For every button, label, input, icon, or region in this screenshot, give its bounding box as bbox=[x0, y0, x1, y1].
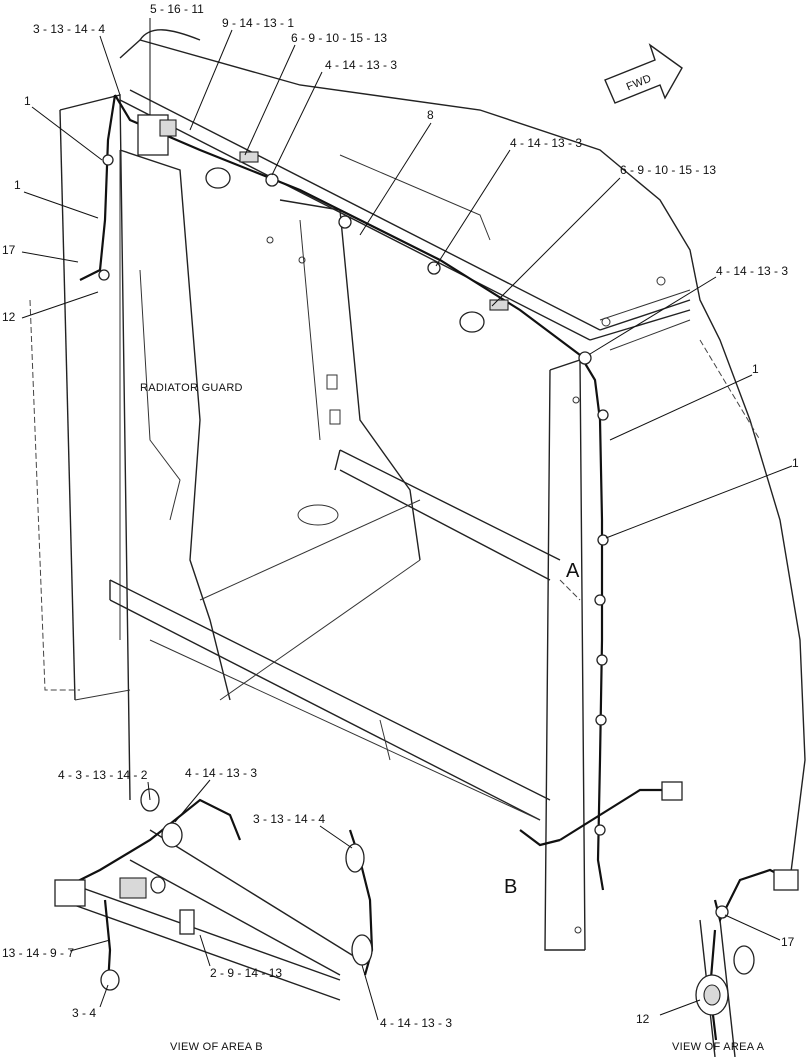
forward-arrow-icon bbox=[604, 43, 683, 104]
callout-1-right-lower: 1 bbox=[792, 456, 799, 470]
callout-12-left: 12 bbox=[2, 310, 16, 324]
callout-4-14-13-3-top: 4 - 14 - 13 - 3 bbox=[325, 58, 398, 72]
callout-3-4: 3 - 4 bbox=[72, 1006, 97, 1020]
callout-4-14-13-3-mid: 4 - 14 - 13 - 3 bbox=[510, 136, 583, 150]
callout-4-3-13-14-2: 4 - 3 - 13 - 14 - 2 bbox=[58, 768, 148, 782]
callout-4-14-13-3-b-top: 4 - 14 - 13 - 3 bbox=[185, 766, 258, 780]
callout-2-9-14-13: 2 - 9 - 14 - 13 bbox=[210, 966, 283, 980]
callout-4-14-13-3-right: 4 - 14 - 13 - 3 bbox=[716, 264, 789, 278]
callout-9-14-13-1: 9 - 14 - 13 - 1 bbox=[222, 16, 295, 30]
view-area-a bbox=[695, 868, 799, 1057]
callout-1-right-upper: 1 bbox=[752, 362, 759, 376]
callout-1-left-lower: 1 bbox=[14, 178, 21, 192]
callout-8: 8 bbox=[427, 108, 434, 122]
view-area-a-caption: VIEW OF AREA A bbox=[672, 1041, 765, 1053]
view-area-b-caption: VIEW OF AREA B bbox=[170, 1041, 263, 1053]
callout-3-13-14-4: 3 - 13 - 14 - 4 bbox=[33, 22, 106, 36]
area-marker-b: B bbox=[504, 876, 518, 898]
callout-3-13-14-4-b: 3 - 13 - 14 - 4 bbox=[253, 812, 326, 826]
callout-6-9-10-15-13-right: 6 - 9 - 10 - 15 - 13 bbox=[620, 163, 717, 177]
callout-5-16-11: 5 - 16 - 11 bbox=[150, 2, 204, 16]
leader-lines bbox=[21, 18, 793, 1021]
callout-12-a: 12 bbox=[636, 1012, 650, 1026]
callout-17-left: 17 bbox=[2, 243, 16, 257]
harness-top bbox=[79, 94, 683, 891]
callout-17-a: 17 bbox=[781, 935, 795, 949]
area-marker-a: A bbox=[566, 560, 580, 582]
callout-13-14-9-7: 13 - 14 - 9 - 7 bbox=[2, 946, 75, 960]
callout-6-9-10-15-13-top: 6 - 9 - 10 - 15 - 13 bbox=[291, 31, 388, 45]
view-area-b bbox=[54, 788, 374, 1001]
callout-4-14-13-3-b-bottom: 4 - 14 - 13 - 3 bbox=[380, 1016, 453, 1030]
callout-1-left-upper: 1 bbox=[24, 94, 31, 108]
radiator-guard-label: RADIATOR GUARD bbox=[140, 382, 243, 394]
